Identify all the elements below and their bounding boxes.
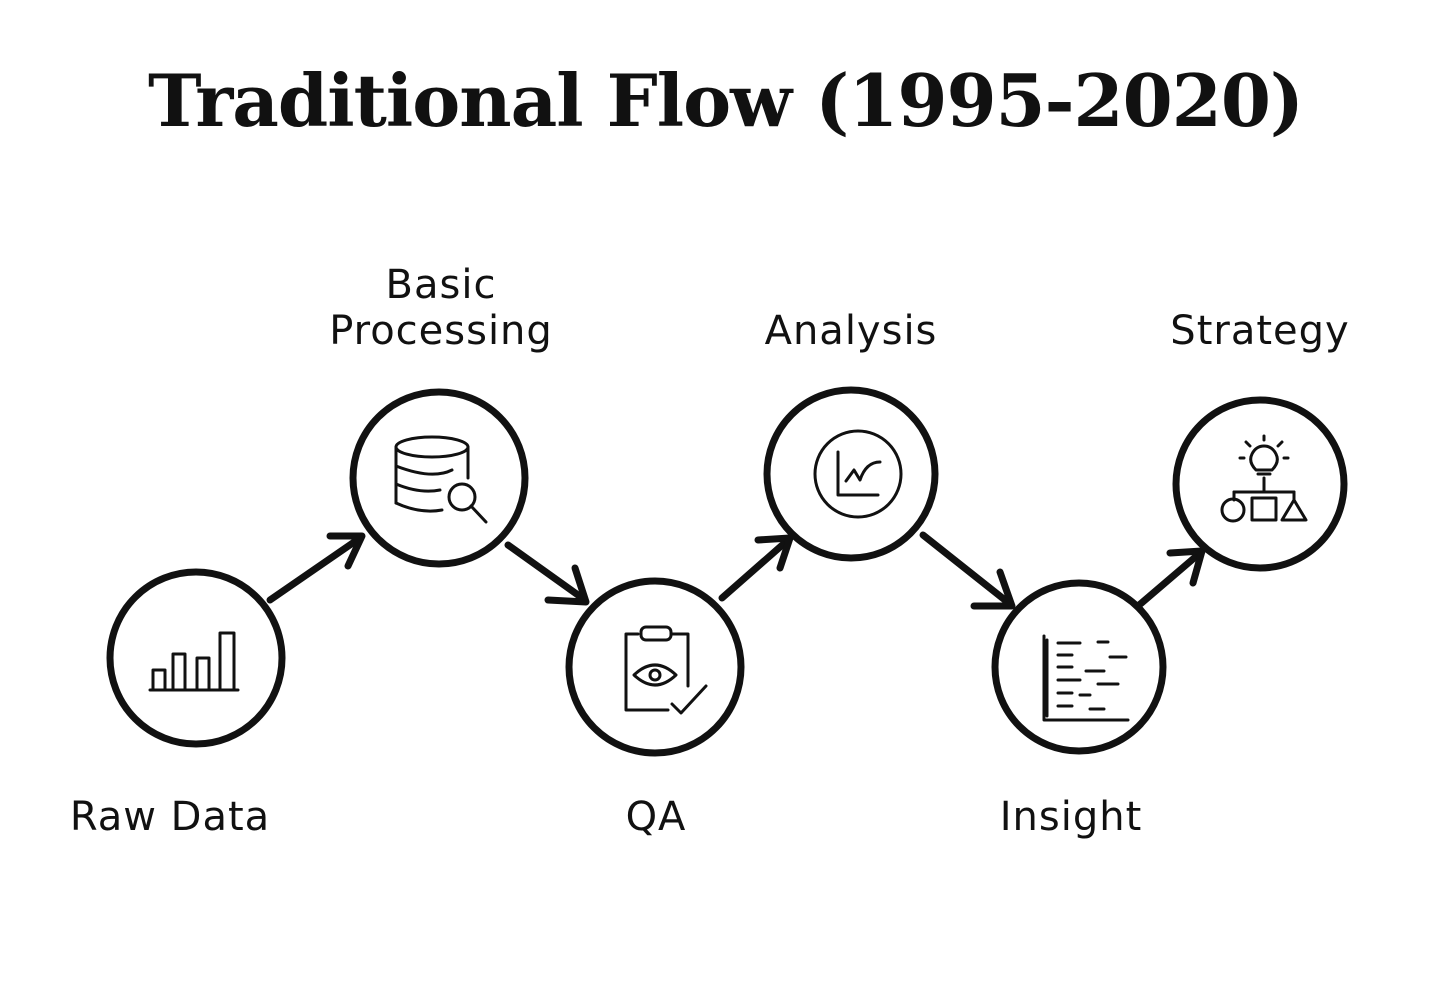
label-insight: Insight: [999, 794, 1143, 840]
label-basic-processing: Basic Processing: [329, 262, 553, 354]
lightbulb-flowchart-icon: [1220, 434, 1308, 523]
qa-node: [565, 577, 745, 757]
insight-node: [991, 579, 1167, 755]
connector-analysis-to-insight: [919, 531, 1016, 610]
label-raw-data: Raw Data: [69, 794, 271, 840]
page-title: Traditional Flow (1995-2020): [147, 58, 1304, 143]
basic-processing-node: [349, 388, 529, 568]
connector-insight-to-strategy: [1134, 547, 1206, 610]
connector-processing-to-qa: [504, 541, 590, 606]
clipboard-eye-check-icon: [624, 625, 708, 715]
label-qa: QA: [625, 794, 687, 840]
bar-chart-icon: [148, 631, 240, 692]
database-search-icon: [394, 435, 488, 524]
raw-data-node: [106, 568, 286, 748]
strategy-node: [1172, 396, 1348, 572]
label-strategy: Strategy: [1170, 308, 1350, 354]
horizontal-lines-chart-icon: [1042, 634, 1130, 722]
label-analysis: Analysis: [764, 308, 938, 354]
connector-qa-to-analysis: [718, 534, 794, 602]
analysis-node: [763, 386, 939, 562]
line-chart-circle-icon: [813, 429, 903, 519]
connector-raw-to-processing: [266, 532, 366, 604]
